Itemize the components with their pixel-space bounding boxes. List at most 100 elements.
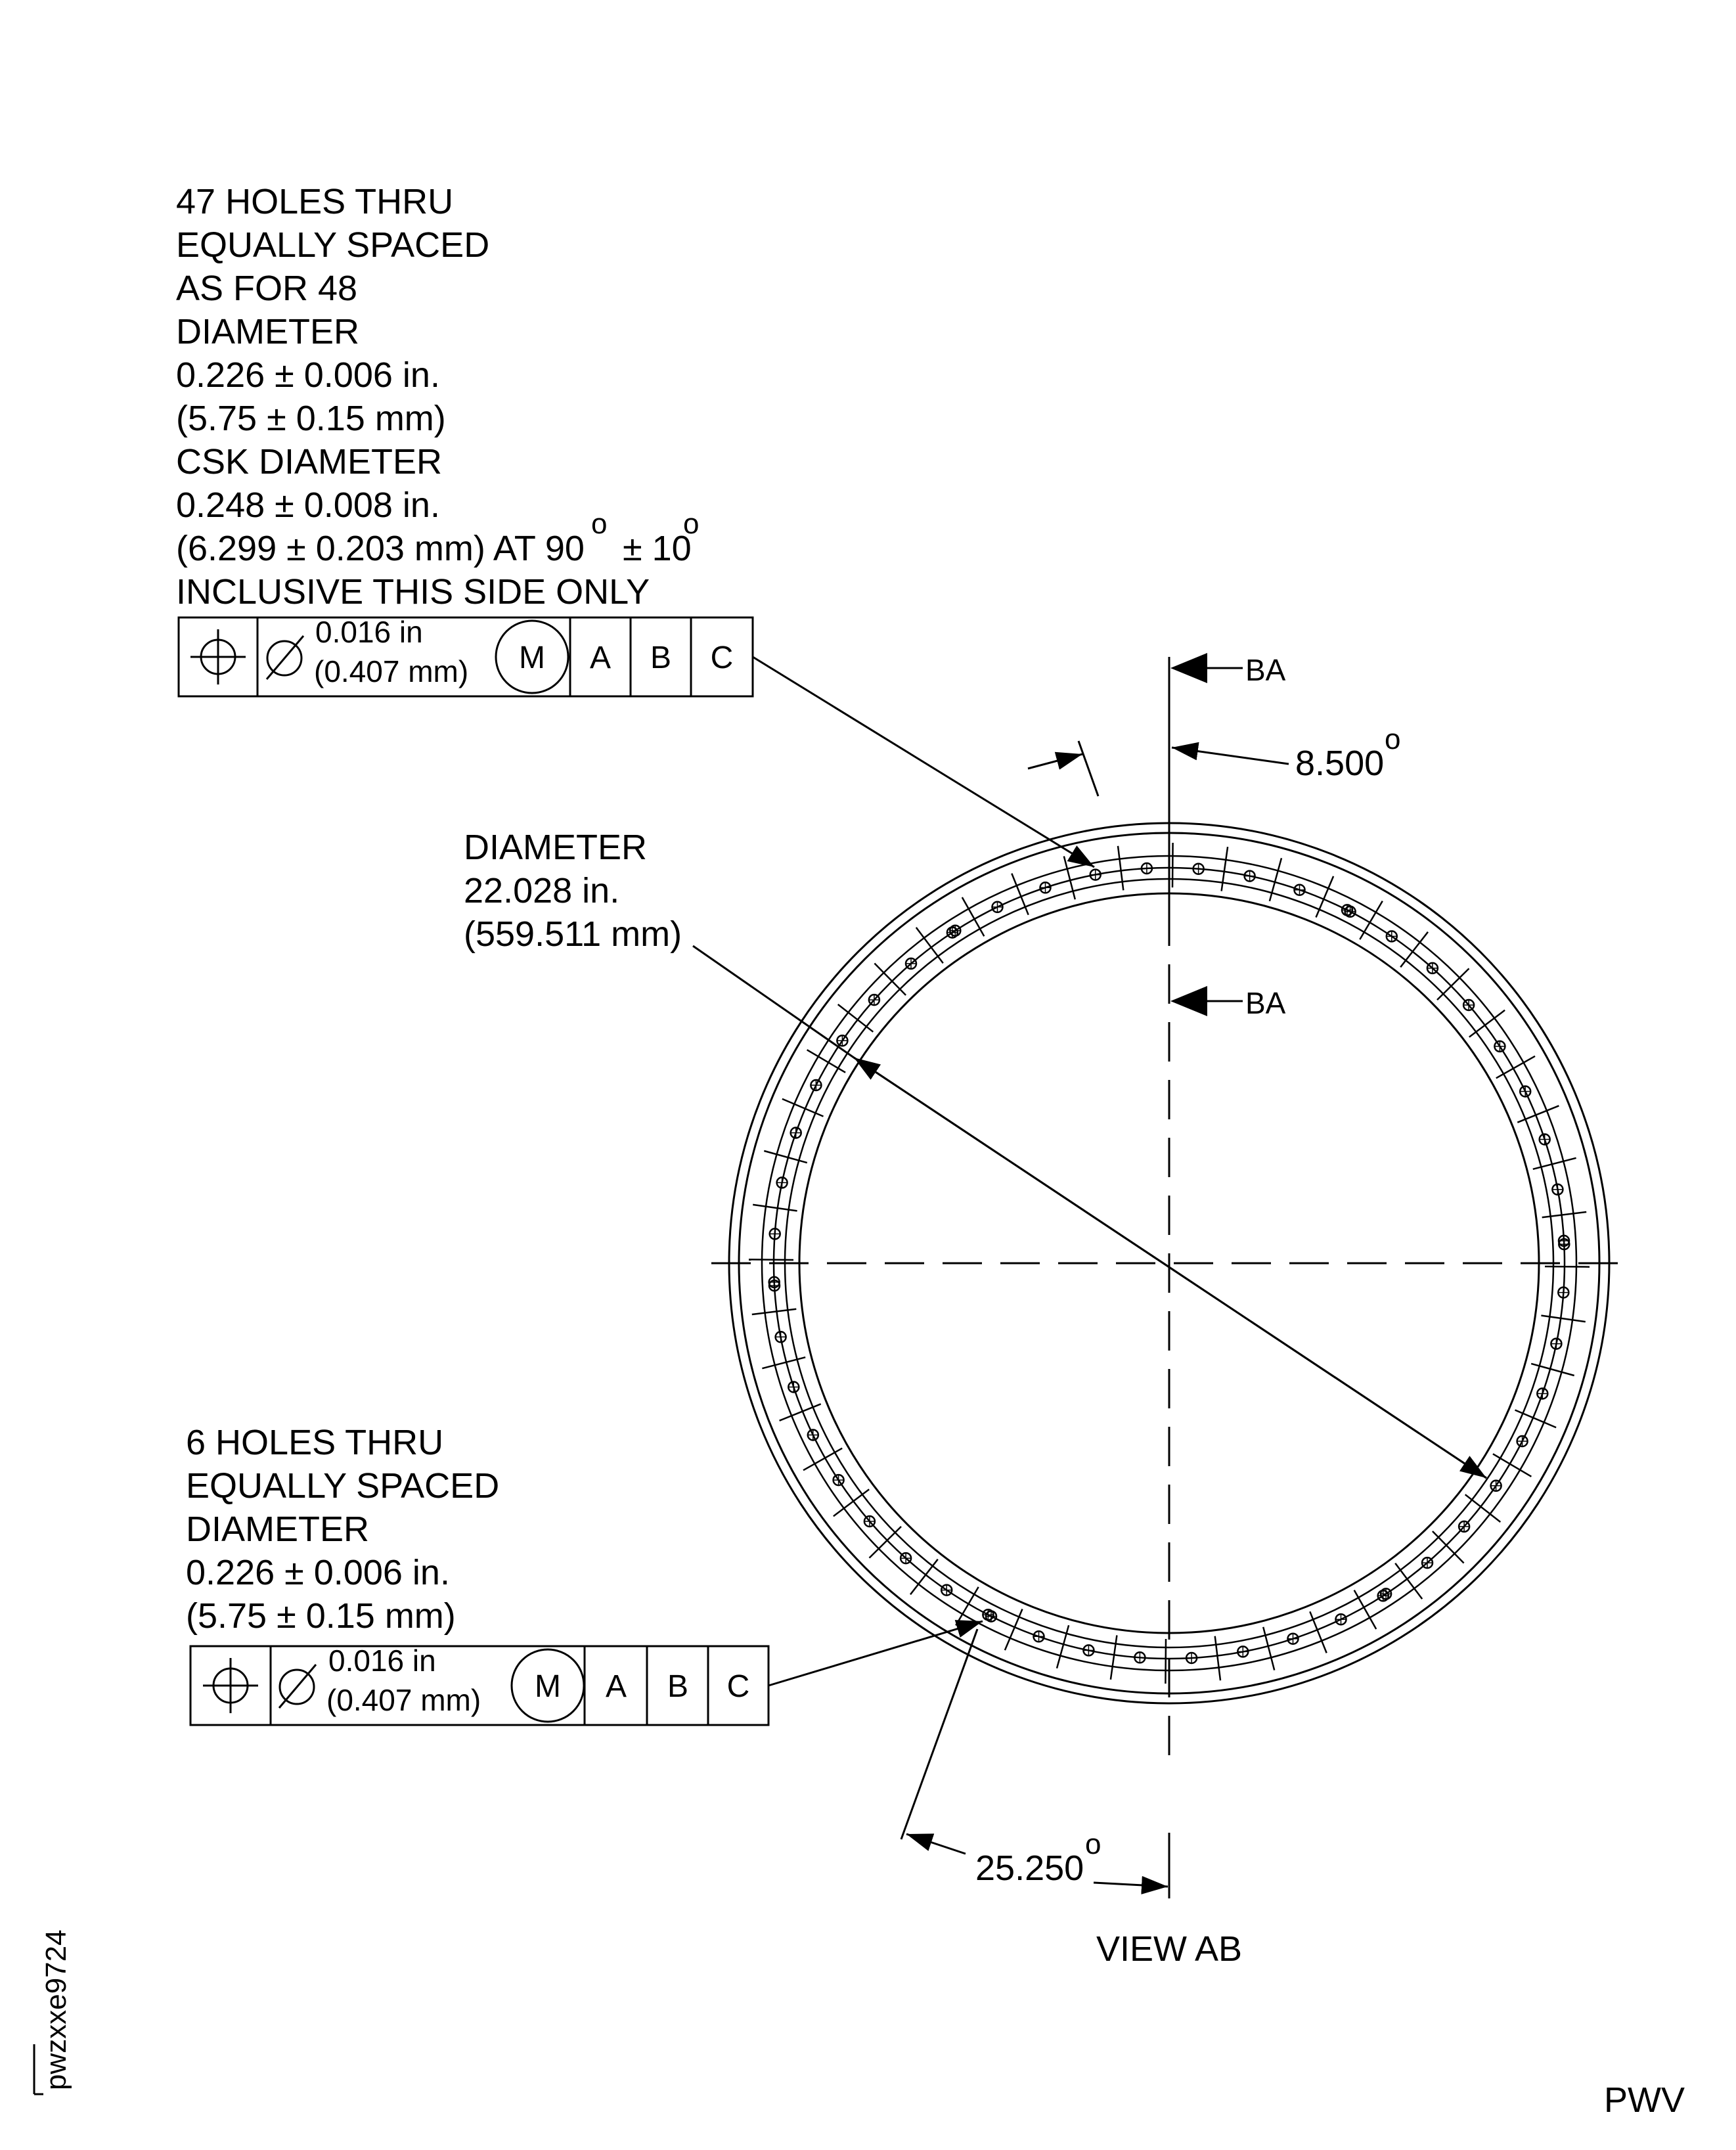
datum-c: C (727, 1669, 750, 1704)
hole-center-mark (768, 1276, 780, 1288)
hole-center-mark (1459, 1521, 1470, 1532)
angle-bottom-value: 25.250 (975, 1848, 1084, 1888)
angle-top-value: 8.500 (1295, 744, 1384, 783)
diameter-note: DIAMETER 22.028 in. (559.511 mm) (464, 828, 682, 954)
section-arrow-top-head (1170, 653, 1207, 683)
hole-center-mark (946, 927, 958, 938)
degree-symbol: o (1385, 723, 1400, 755)
degree-symbol: o (683, 508, 699, 540)
hole-tick (1165, 1638, 1167, 1684)
diameter-symbol-icon (278, 1664, 317, 1709)
note-6-holes: 6 HOLES THRU EQUALLY SPACED DIAMETER 0.2… (186, 1423, 499, 1636)
feature-control-frame-bottom: 0.016 in (0.407 mm) M A B C (189, 1644, 770, 1726)
hole-tick (1541, 1314, 1586, 1323)
hole-center-mark (1551, 1338, 1562, 1349)
hole-tick (837, 1004, 874, 1033)
hole-tick (1353, 1590, 1377, 1630)
hole-tick (753, 1203, 797, 1212)
hole-center-mark (864, 1516, 875, 1527)
mmc-modifier-circle (495, 619, 569, 694)
section-arrow-mid: BA (1170, 986, 1286, 1020)
hole-center-mark (1090, 869, 1101, 880)
position-symbol-icon (203, 1658, 258, 1713)
hole-center-mark (775, 1332, 786, 1343)
note-line: 47 HOLES THRU (176, 182, 453, 221)
hole-tick (1171, 842, 1174, 888)
hole-tick (1109, 1635, 1118, 1680)
angle-dimension-top: 8.500 o (1027, 723, 1400, 797)
view-label: VIEW AB (1096, 1929, 1242, 1969)
hole-center-mark (868, 995, 879, 1006)
hole-center-mark (807, 1429, 818, 1441)
hole-center-mark (1287, 1633, 1299, 1644)
note-line: 22.028 in. (464, 871, 619, 910)
note-line: DIAMETER (176, 312, 359, 351)
hole-tick (1359, 900, 1383, 940)
hole-tick (1268, 857, 1283, 902)
hole-center-mark (1244, 870, 1255, 882)
hole-center-mark (790, 1127, 801, 1138)
hole-tick (1315, 876, 1335, 918)
hole-center-mark (941, 1584, 952, 1596)
hole-tick (833, 1489, 870, 1517)
hole-center-mark (1537, 1388, 1548, 1399)
hole-center-mark (992, 901, 1003, 912)
hole-tick (1262, 1626, 1276, 1670)
hole-tick (1517, 1105, 1559, 1123)
feature-control-frame-top: 0.016 in (0.407 mm) M A B C (177, 615, 754, 698)
hole-tick (1220, 847, 1229, 891)
hole-tick (1464, 1494, 1502, 1523)
hole-center-mark (1134, 1652, 1146, 1663)
section-label-top: BA (1245, 653, 1286, 687)
datum-c: C (711, 640, 734, 675)
section-arrow-mid-head (1170, 986, 1207, 1016)
tolerance-mm: (0.407 mm) (314, 654, 468, 688)
hole-tick (1532, 1157, 1576, 1171)
hole-tick (1496, 1055, 1536, 1079)
angle-arrow-right (1171, 742, 1289, 765)
hole-center-mark (811, 1080, 822, 1090)
note-line: EQUALLY SPACED (176, 225, 489, 265)
angle-arrow-left (906, 1833, 966, 1855)
note-47-holes: 47 HOLES THRU EQUALLY SPACED AS FOR 48 D… (176, 182, 699, 612)
note-line: (5.75 ± 0.15 mm) (176, 399, 446, 438)
hole-tick (748, 1259, 794, 1261)
hole-center-mark (833, 1475, 844, 1486)
hole-tick (1542, 1211, 1587, 1219)
hole-center-mark (769, 1228, 780, 1240)
hole-tick (1056, 1624, 1070, 1669)
hole-tick (751, 1308, 797, 1316)
note-line: 0.226 ± 0.006 in. (176, 355, 440, 395)
hole-center-mark (1377, 1590, 1389, 1601)
hole-center-mark (1033, 1631, 1044, 1642)
note-line: DIAMETER (464, 828, 647, 867)
position-symbol-icon (190, 629, 246, 684)
hole-center-mark (1552, 1184, 1563, 1195)
diameter-leader (692, 945, 855, 1059)
datum-b: B (667, 1669, 688, 1704)
hole-center-mark (950, 925, 961, 936)
hole-tick (961, 897, 985, 937)
hole-tick (803, 1447, 843, 1471)
degree-symbol: o (591, 508, 607, 540)
hole-tick (1309, 1611, 1327, 1653)
hole-tick (1436, 968, 1470, 1000)
mmc-modifier: M (535, 1669, 561, 1704)
section-label-mid: BA (1245, 986, 1286, 1020)
hole-tick (1011, 873, 1029, 916)
hole-tick (1004, 1609, 1023, 1651)
angle-arrow-left (1027, 751, 1083, 770)
note-line: 0.248 ± 0.008 in. (176, 485, 440, 525)
mmc-modifier-circle (510, 1648, 585, 1723)
hole-tick (762, 1356, 806, 1370)
hole-tick (1214, 1636, 1222, 1681)
note-line: DIAMETER (186, 1510, 369, 1549)
hole-center-mark (1335, 1614, 1347, 1625)
holes (768, 862, 1570, 1665)
note-line: 6 HOLES THRU (186, 1423, 443, 1462)
hole-tick (806, 1049, 846, 1073)
leader-line-top-fcf (752, 656, 1095, 868)
tolerance-inch: 0.016 in (315, 615, 423, 649)
hole-center-mark (1494, 1041, 1505, 1052)
